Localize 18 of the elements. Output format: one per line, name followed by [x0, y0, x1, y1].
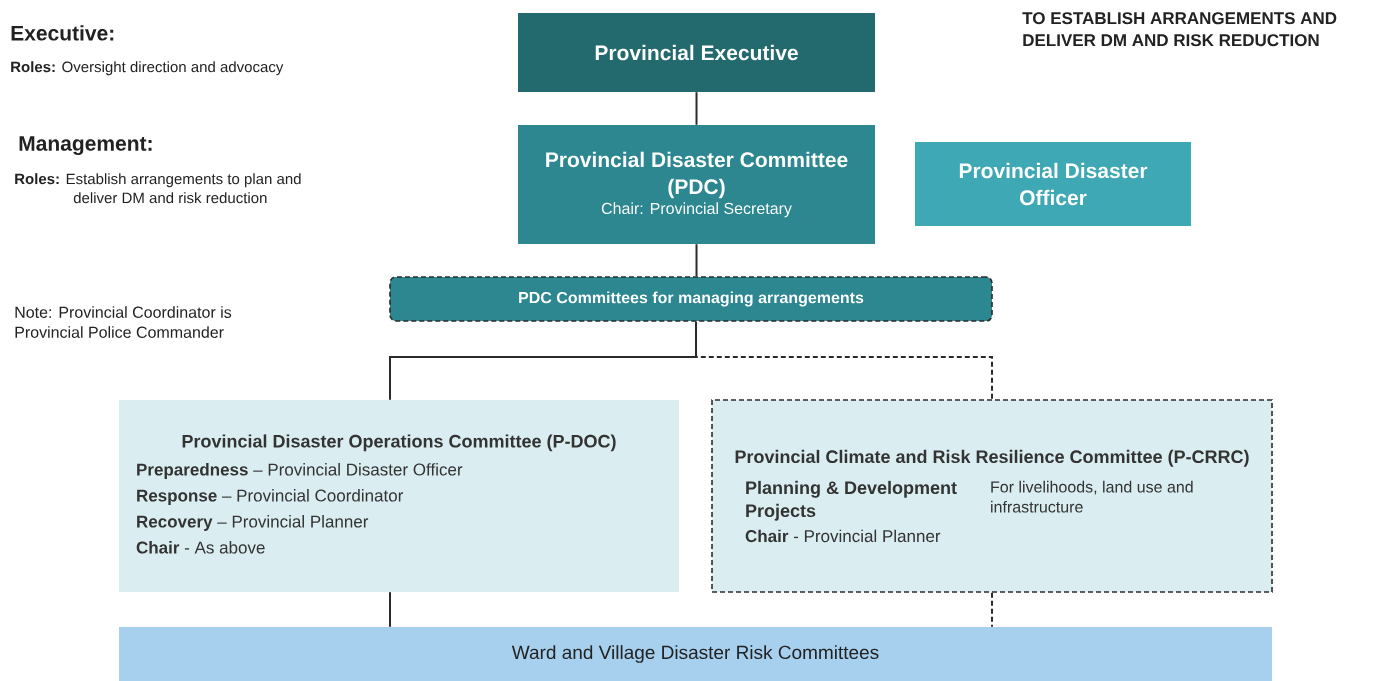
heading-text: TO ESTABLISH ARRANGEMENTS AND DELIVER DM AND RISK REDUCTION — [1022, 12, 1337, 47]
org-box: Provincial Disaster Officer — [915, 142, 1191, 226]
note-text: Note: Provincial Coordinator is Provincial Police Commander — [15, 306, 232, 338]
connector-line — [695, 320, 993, 401]
committee-box: PDC Committees for managing arrangements — [389, 276, 993, 322]
heading-text: Executive: — [11, 25, 114, 41]
connector-line — [991, 591, 993, 628]
note-text: Roles: Establish arrangements to plan and deliver DM and risk reduction — [15, 173, 301, 204]
committee-box: Provincial Disaster Operations Committee (P-DOC) Preparedness – Provincial Disaster Officer Response – Provincial Coordinator Recovery – Provincial Planner Chair - As above — [119, 400, 679, 592]
connector-line — [695, 243, 698, 278]
org-box: Provincial Executive — [518, 13, 875, 92]
heading-text: Management: — [19, 136, 152, 156]
committee-box: Provincial Climate and Risk Resilience Committee (P-CRRC) Planning & Development Projects For livelihoods, land use and infrastructure Chair - Provincial Planner — [711, 399, 1273, 593]
org-box: Provincial Disaster Committee (PDC) Chair: Provincial Secretary — [518, 125, 875, 244]
note-text: Roles: Oversight direction and advocacy — [11, 61, 284, 76]
org-box: Ward and Village Disaster Risk Committees — [119, 627, 1272, 681]
connector-line — [389, 591, 391, 628]
connector-line — [695, 91, 698, 126]
